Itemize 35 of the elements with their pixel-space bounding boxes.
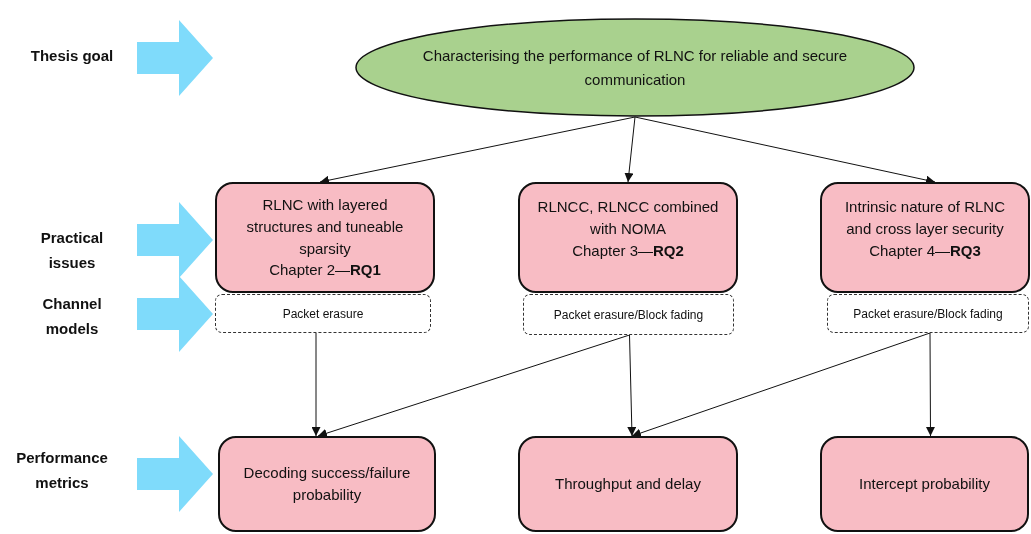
- node-text: Chapter 3—RQ2: [572, 240, 684, 261]
- dashed-box: [523, 294, 734, 335]
- rounded-box: [820, 436, 1029, 532]
- arrow: [627, 334, 637, 437]
- rounded-box: [820, 182, 1030, 293]
- node-text: Chapter 2—RQ1: [269, 260, 381, 281]
- row-heading: Performance metrics: [15, 448, 109, 493]
- arrow: [624, 116, 636, 183]
- node-text: RLNCC, RLNCC combined with NOMA: [536, 197, 720, 239]
- arrow: [631, 332, 931, 438]
- rounded-box: [518, 182, 738, 293]
- node-text: Packet erasure/Block fading: [853, 306, 1003, 321]
- arrow: [925, 332, 935, 437]
- node-text: Packet erasure/Block fading: [553, 307, 704, 322]
- goal-ellipse: [355, 18, 915, 117]
- node-text: Chapter 4—RQ3: [869, 240, 981, 261]
- node-text: Throughput and delay: [555, 474, 701, 495]
- node-text: Packet erasure: [282, 306, 364, 321]
- node-text: RLNC with layered structures and tuneable sparsity: [245, 195, 405, 259]
- row-heading: Practical issues: [39, 228, 105, 273]
- dashed-box: [827, 294, 1029, 333]
- node-text: Intercept probability: [859, 474, 990, 495]
- dashed-box: [215, 294, 431, 333]
- row-heading: Thesis goal: [29, 46, 115, 66]
- node-text: Characterising the performance of RLNC for reliable and secure communication: [421, 45, 849, 90]
- node-text: Intrinsic nature of RLNC and cross layer security: [843, 197, 1007, 239]
- rounded-box: [518, 436, 738, 532]
- rounded-box: [215, 182, 435, 293]
- rounded-box: [218, 436, 436, 532]
- node-text: Decoding success/failure probability: [242, 463, 412, 505]
- arrow: [319, 116, 636, 185]
- arrow: [634, 116, 936, 185]
- arrow: [317, 334, 630, 438]
- row-heading: Channel models: [41, 294, 103, 339]
- arrow: [311, 332, 321, 437]
